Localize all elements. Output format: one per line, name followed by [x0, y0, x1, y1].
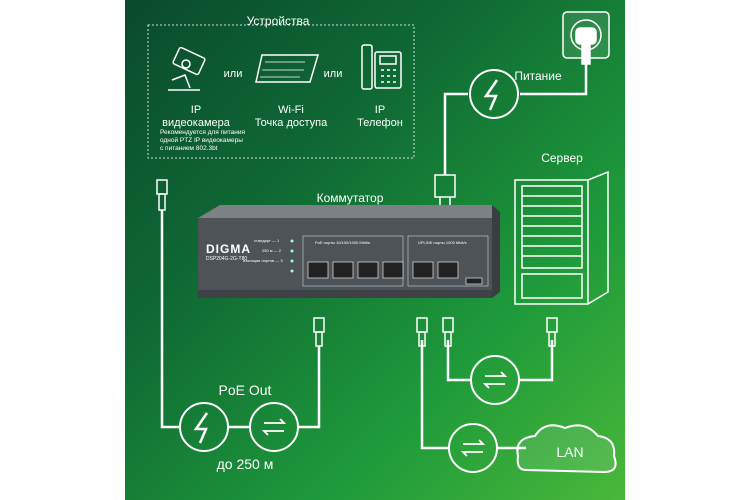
power-socket-icon: [562, 11, 610, 65]
poe-group-label: PoE порты 10/100/1000 Mbit/s: [315, 240, 371, 245]
ip-camera-icon: [168, 46, 206, 91]
bolt-icon: [193, 412, 209, 444]
switch-device: [198, 205, 500, 298]
arrows-circle-lan: [448, 423, 498, 473]
arrows-circle-server: [470, 355, 520, 405]
power-circle: [469, 69, 519, 119]
bolt-icon: [483, 79, 499, 111]
server-cable: [446, 340, 554, 382]
distance-label: до 250 м: [216, 456, 274, 472]
wifi-ap-icon: [255, 54, 320, 83]
rj45-plug-icon: [442, 317, 454, 347]
poe-out-label: PoE Out: [218, 382, 272, 398]
wifi-ap-label: Wi-Fi Точка доступа: [254, 104, 328, 129]
led-label: стандарт — 1: [254, 238, 280, 243]
poe-cable: [160, 210, 321, 429]
rj45-plug-icon: [156, 179, 168, 211]
server-label: Сервер: [541, 151, 583, 165]
lan-cable: [420, 340, 526, 450]
uplink-group-label: UPLINK порты 1000 Mbit/s: [418, 240, 467, 245]
switch-brand: DIGMA: [206, 242, 251, 256]
camera-note: Рекомендуется для питания одной PTZ IP в…: [160, 129, 246, 152]
lan-label: LAN: [556, 444, 584, 460]
rj45-plug-icon: [313, 317, 325, 347]
or-label: или: [223, 68, 243, 80]
swap-icon: [482, 371, 508, 389]
server-rack-icon: [514, 170, 609, 305]
ip-camera-label: IP видеокамера: [162, 104, 230, 129]
power-cable: [443, 64, 588, 175]
rj45-plug-icon: [416, 317, 428, 347]
led-label: 250 м — 2: [262, 248, 281, 253]
devices-title: Устройства: [246, 14, 310, 28]
arrows-circle-poe: [249, 402, 299, 452]
power-plug-icon: [434, 174, 456, 207]
ip-phone-label: IP Телефон: [357, 104, 403, 129]
rj45-plug-icon: [546, 317, 558, 347]
swap-icon: [460, 439, 486, 457]
swap-icon: [261, 418, 287, 436]
switch-model: DSP204G-2G-T80: [206, 256, 248, 262]
led-label: изоляция портов — 3: [243, 258, 283, 263]
cloud-icon: [516, 424, 617, 474]
devices-box: [147, 24, 415, 159]
switch-label: Коммутатор: [316, 191, 384, 205]
poe-circle: [179, 402, 229, 452]
or-label: или: [323, 68, 343, 80]
ip-phone-icon: [361, 44, 402, 90]
power-label: Питание: [514, 69, 562, 83]
